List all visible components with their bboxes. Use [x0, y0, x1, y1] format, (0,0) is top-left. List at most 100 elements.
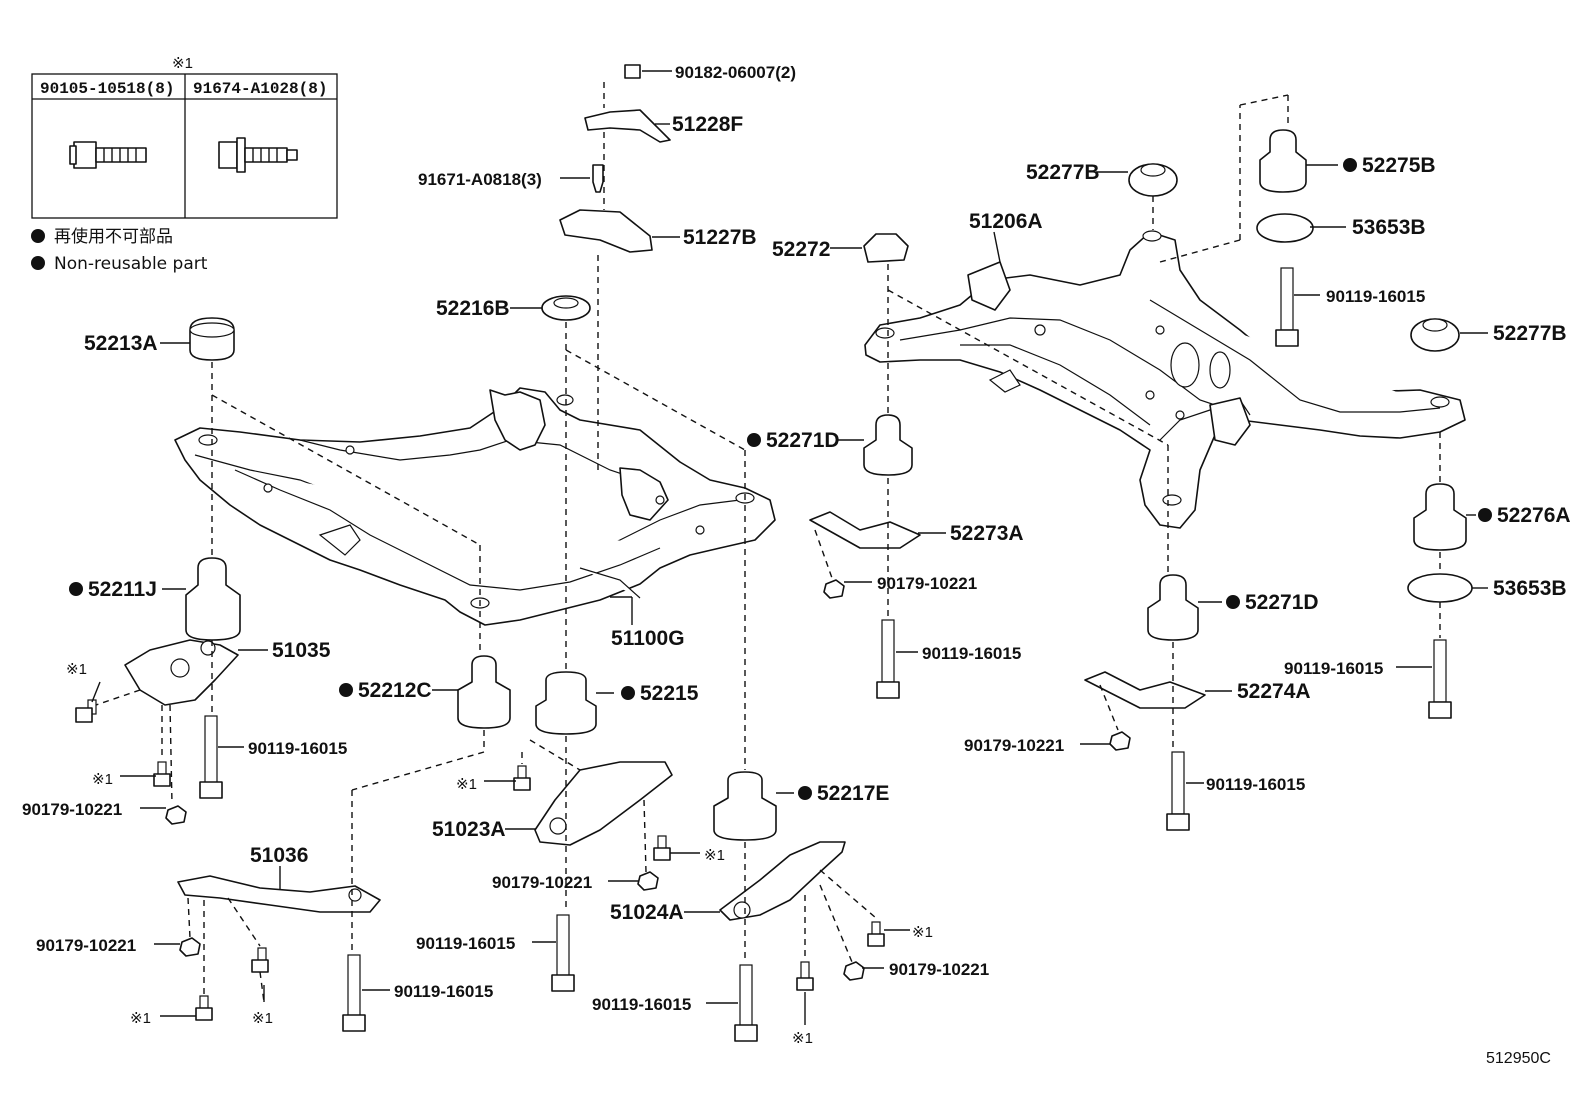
washer-bolt-icon	[218, 137, 298, 173]
nut-icon	[165, 805, 187, 825]
non-reusable-dot-icon	[1343, 158, 1357, 172]
part-label: 52271D	[1245, 591, 1319, 614]
part-label: 52216B	[436, 297, 510, 320]
part-label: 90119-16015	[416, 934, 515, 953]
part-label: 51100G	[611, 627, 685, 650]
non-reusable-dot-icon	[747, 433, 761, 447]
non-reusable-dot-icon	[339, 683, 353, 697]
part-label: 52272	[772, 238, 830, 261]
note-mark: ※1	[130, 1010, 151, 1027]
small-bolt-icon	[796, 961, 814, 991]
part-label: 52271D	[766, 429, 840, 452]
part-label: 90119-16015	[1326, 287, 1425, 306]
part-label: 90182-06007(2)	[675, 63, 796, 82]
long-bolt-icon	[551, 914, 575, 992]
part-label: 90179-10221	[964, 736, 1064, 755]
part-label: 51024A	[610, 901, 684, 924]
small-bolt-icon	[195, 995, 213, 1021]
part-label: 53653B	[1352, 216, 1426, 239]
part-label: 51023A	[432, 818, 506, 841]
non-reusable-dot-icon	[621, 686, 635, 700]
part-label: 90179-10221	[877, 574, 977, 593]
nut-icon	[843, 961, 865, 981]
long-bolt-icon	[1275, 267, 1299, 347]
note-marks: ※1※1※1※1※1※1※1※1	[66, 661, 933, 1047]
small-bolt-icon	[153, 761, 171, 787]
non-reusable-dot-icon	[798, 786, 812, 800]
part-label: 90119-16015	[394, 982, 493, 1001]
note-mark: ※1	[456, 776, 477, 793]
note-mark: ※1	[912, 924, 933, 941]
legend-table: ※1 90105-10518(8) 91674-A1028(8)	[31, 55, 338, 219]
part-label: 51035	[272, 639, 331, 662]
non-reusable-dot-icon	[1226, 595, 1240, 609]
small-bolt-icon	[513, 765, 531, 791]
table-note-mark: ※1	[172, 55, 193, 72]
note-mark: ※1	[704, 847, 725, 864]
part-label: 51206A	[969, 210, 1043, 233]
nut-icon	[637, 871, 659, 891]
legend-item-jp: 再使用不可部品	[54, 226, 173, 247]
part-label: 90179-10221	[36, 936, 136, 955]
note-mark: ※1	[92, 771, 113, 788]
long-bolt-icon	[734, 964, 758, 1042]
bolts	[75, 267, 1452, 1042]
small-bolt-icon	[251, 947, 269, 973]
reference-code: 512950C	[1486, 1050, 1551, 1067]
part-label: 52217E	[817, 782, 889, 805]
front-crossmember	[174, 387, 776, 626]
long-bolt-icon	[342, 954, 366, 1032]
part-label: 91671-A0818(3)	[418, 170, 542, 189]
table-header-1: 90105-10518(8)	[40, 80, 174, 98]
table-header-2: 91674-A1028(8)	[193, 80, 327, 98]
long-bolt-icon	[1166, 751, 1190, 831]
part-label: 90119-16015	[922, 644, 1021, 663]
assembly-lines	[95, 82, 1441, 1003]
callout-labels: 90182-06007(2) 51228F 91671-A0818(3) 51227B…	[22, 63, 1571, 1014]
long-bolt-icon	[1428, 639, 1452, 719]
part-label: 52277B	[1493, 322, 1567, 345]
lower-brackets	[124, 639, 846, 921]
non-reusable-dot-icon	[1478, 508, 1492, 522]
flange-bolt-icon	[69, 141, 147, 169]
part-label: 51036	[250, 844, 308, 867]
nut-icon	[1109, 731, 1131, 751]
non-reusable-dot-icon	[31, 229, 45, 243]
part-label: 52274A	[1237, 680, 1311, 703]
center-brackets	[559, 64, 671, 253]
legend-item-en: Non-reusable part	[54, 254, 208, 274]
nut-icon	[179, 937, 201, 957]
part-label: 90119-16015	[592, 995, 691, 1014]
rear-crossmember	[864, 230, 1466, 529]
part-label: 52212C	[358, 679, 432, 702]
leader-lines	[91, 70, 1488, 1025]
small-bolt-icon	[75, 699, 97, 723]
bushings	[185, 129, 1473, 841]
part-label: 90119-16015	[248, 739, 347, 758]
part-label: 52273A	[950, 522, 1024, 545]
long-bolt-icon	[199, 715, 223, 799]
small-bolt-icon	[867, 921, 885, 947]
small-bolt-icon	[653, 835, 671, 861]
part-label: 52215	[640, 682, 699, 705]
part-label: 52275B	[1362, 154, 1436, 177]
legend-items: 再使用不可部品 Non-reusable part	[31, 226, 208, 274]
nut-icon	[823, 579, 845, 599]
part-label: 90179-10221	[889, 960, 989, 979]
long-bolt-icon	[876, 619, 900, 699]
part-label: 51227B	[683, 226, 757, 249]
note-mark: ※1	[252, 1010, 273, 1027]
non-reusable-dot-icon	[31, 256, 45, 270]
part-label: 53653B	[1493, 577, 1567, 600]
non-reusable-dot-icon	[69, 582, 83, 596]
part-label: 52211J	[88, 578, 157, 601]
part-label: 51228F	[672, 113, 743, 136]
part-label: 90119-16015	[1206, 775, 1305, 794]
part-label: 90179-10221	[492, 873, 592, 892]
part-label: 90119-16015	[1284, 659, 1383, 678]
part-label: 90179-10221	[22, 800, 122, 819]
note-mark: ※1	[66, 661, 87, 678]
part-label: 52213A	[84, 332, 158, 355]
part-label: 52277B	[1026, 161, 1100, 184]
